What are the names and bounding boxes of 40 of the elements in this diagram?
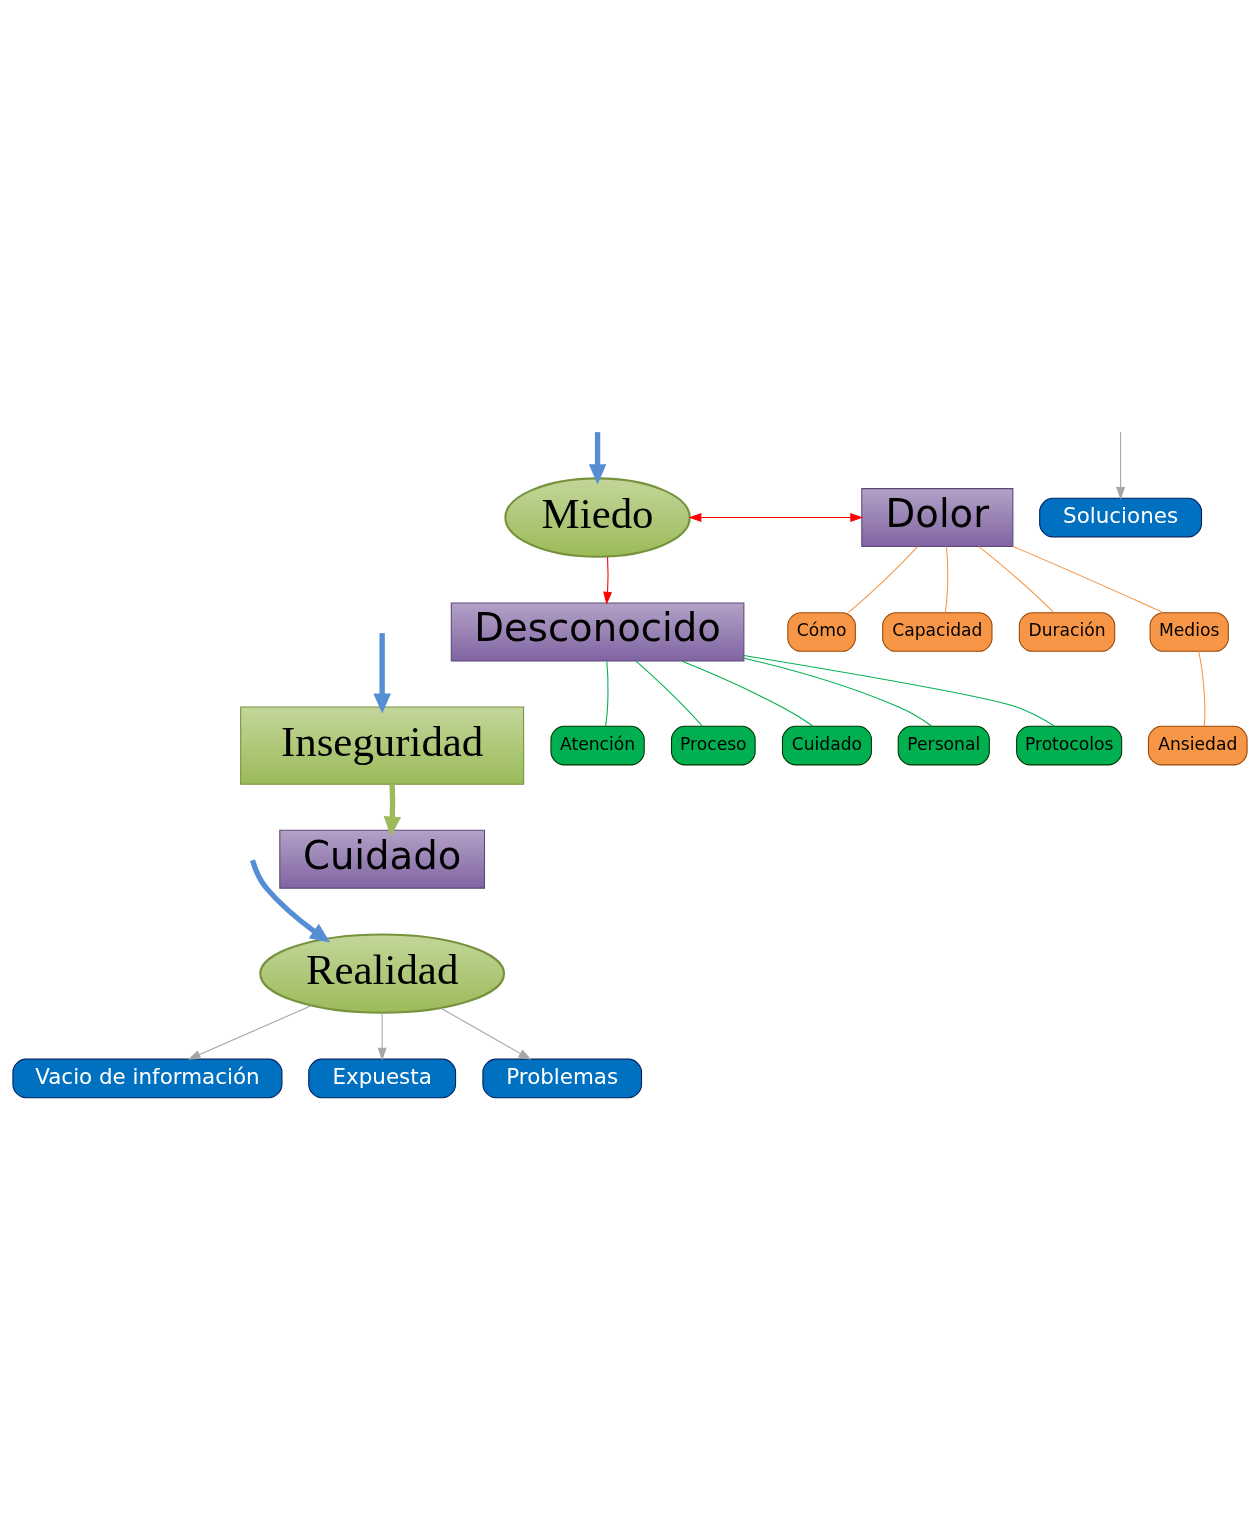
node-box: Medios — [1149, 612, 1229, 652]
connector — [605, 660, 609, 727]
node-box: Atención — [550, 725, 645, 766]
node-box: Cómo — [787, 612, 856, 652]
connector — [743, 657, 933, 727]
node-box: Vacio de información — [12, 1058, 283, 1099]
node-box: Protocolos — [1016, 725, 1123, 766]
arrow — [377, 1012, 387, 1061]
connector — [635, 660, 703, 727]
connector — [1198, 650, 1206, 727]
arrow — [440, 1007, 532, 1060]
node-box: Soluciones — [1039, 497, 1203, 538]
connector — [847, 546, 919, 614]
connector — [681, 660, 814, 727]
arrow — [603, 556, 613, 605]
node-box: Inseguridad — [240, 706, 525, 785]
arrow — [1116, 431, 1126, 500]
node-ellipse: Miedo — [504, 477, 691, 558]
node-box: Cuidado — [781, 725, 872, 766]
arrow — [249, 859, 331, 943]
node-box: Duración — [1018, 612, 1116, 652]
arrow — [187, 1005, 312, 1060]
arrow — [383, 784, 402, 837]
node-box: Ansiedad — [1147, 725, 1248, 766]
connector — [978, 546, 1055, 614]
node-box: Capacidad — [882, 612, 993, 652]
node-ellipse: Realidad — [259, 933, 506, 1014]
node-box: Problemas — [482, 1058, 643, 1099]
arrow — [588, 432, 607, 485]
node-box: Cuidado — [279, 829, 486, 889]
connector — [1012, 546, 1164, 614]
connector — [944, 546, 949, 614]
node-box: Personal — [897, 725, 990, 766]
node-box: Expuesta — [308, 1058, 457, 1099]
node-box: Desconocido — [450, 602, 745, 662]
arrow — [373, 633, 391, 714]
node-box: Dolor — [861, 488, 1014, 548]
connector — [743, 654, 1056, 727]
arrow — [688, 513, 864, 523]
node-box: Proceso — [671, 725, 756, 766]
